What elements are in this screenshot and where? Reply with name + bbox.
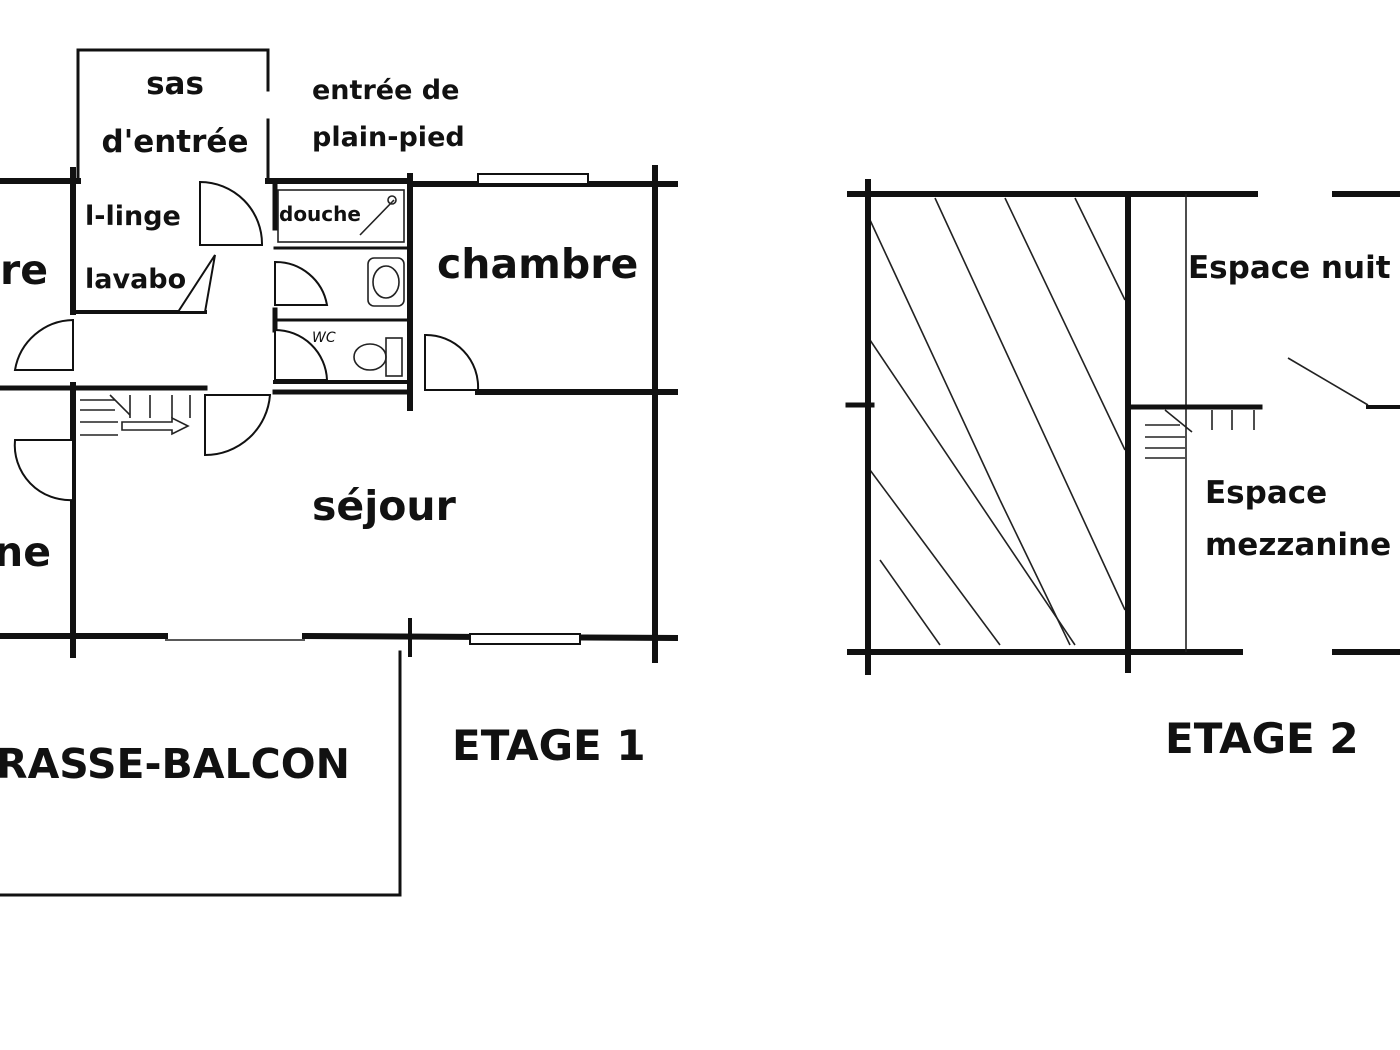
door-chambre xyxy=(424,333,480,391)
label-chambre-left: re xyxy=(0,246,48,294)
door-lavabo xyxy=(176,254,216,313)
label-cuisine-left: ne xyxy=(0,528,51,576)
door-wc xyxy=(274,328,329,381)
sas-walls xyxy=(76,48,270,180)
label-sas-2: d'entrée xyxy=(102,124,249,160)
label-sejour: séjour xyxy=(312,482,457,530)
door-cuisine xyxy=(13,439,74,502)
label-entree-1: entrée de xyxy=(312,75,459,106)
label-lavabo: lavabo xyxy=(85,264,186,295)
wc-tank xyxy=(385,337,403,377)
shower-tray xyxy=(277,189,405,243)
stairs-floor2 xyxy=(1145,409,1255,459)
label-chambre: chambre xyxy=(437,240,638,288)
label-mezzanine-1: Espace xyxy=(1205,475,1327,511)
label-sas-1: sas xyxy=(146,66,204,102)
label-etage-2: ETAGE 2 xyxy=(1165,714,1359,763)
void-hatch xyxy=(869,197,1126,646)
door-bath xyxy=(274,260,329,306)
label-wc: WC xyxy=(312,330,336,346)
floor1-plan xyxy=(0,48,679,897)
label-llinge: l-linge xyxy=(85,201,181,232)
label-mezzanine-2: mezzanine xyxy=(1205,527,1391,563)
stairs-floor1 xyxy=(80,394,191,436)
door-hall-left xyxy=(13,318,74,371)
window-sejour xyxy=(469,633,581,645)
f2-door-leaf xyxy=(1287,357,1369,406)
stairs-arrow xyxy=(121,416,190,436)
wc-bowl xyxy=(353,343,387,371)
sink-bowl xyxy=(372,265,400,299)
label-etage-1: ETAGE 1 xyxy=(452,721,646,770)
door-sas xyxy=(199,180,264,246)
floor2-plan xyxy=(845,179,1400,675)
terrace-outline xyxy=(0,650,402,897)
door-sejour xyxy=(204,394,272,457)
label-douche: douche xyxy=(279,202,361,226)
label-entree-2: plain-pied xyxy=(312,122,465,153)
label-espace-nuit: Espace nuit xyxy=(1188,250,1391,286)
sink-basin xyxy=(367,257,405,307)
shower-head xyxy=(387,195,397,205)
label-terrasse: RASSE-BALCON xyxy=(0,740,350,788)
shower-hose xyxy=(359,199,395,236)
window-chambre xyxy=(477,173,589,185)
